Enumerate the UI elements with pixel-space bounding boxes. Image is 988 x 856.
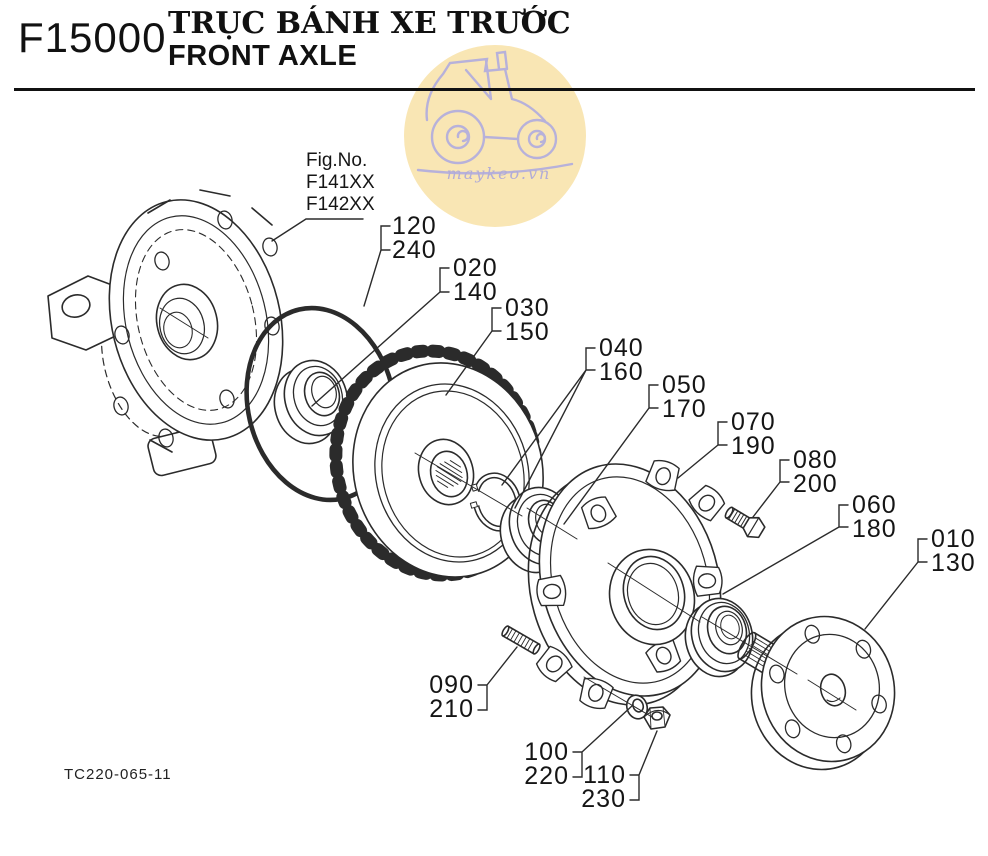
part-ref: 220 xyxy=(524,762,569,790)
page-title-vietnamese: TRỤC BÁNH XE TRƯỚC xyxy=(168,6,571,41)
part-ref: 160 xyxy=(599,358,644,386)
explosion-axis-centerlines xyxy=(159,307,857,718)
part-ref: 190 xyxy=(731,432,776,460)
callout-040-160: 040 160 xyxy=(599,334,644,386)
part-ref: 200 xyxy=(793,470,838,498)
part-ref: 100 xyxy=(524,738,569,766)
figno-model-1: F141XX xyxy=(306,172,375,193)
callout-080-200: 080 200 xyxy=(793,446,838,498)
callout-090-210: 090 210 xyxy=(412,671,474,723)
part-ref: 150 xyxy=(505,318,550,346)
callout-070-190: 070 190 xyxy=(731,408,776,460)
callout-050-170: 050 170 xyxy=(662,371,707,423)
axle-housing-drawing xyxy=(47,189,284,477)
part-ref: 120 xyxy=(392,212,437,240)
part-ref: 010 xyxy=(931,525,976,553)
wheel-hub-drawing xyxy=(750,615,896,771)
part-ref: 210 xyxy=(429,695,474,723)
part-ref: 240 xyxy=(392,236,437,264)
part-ref: 040 xyxy=(599,334,644,362)
part-ref: 020 xyxy=(453,254,498,282)
callout-030-150: 030 150 xyxy=(505,294,550,346)
bolt-drawing xyxy=(724,506,766,539)
part-ref: 060 xyxy=(852,491,897,519)
part-ref: 180 xyxy=(852,515,897,543)
callout-060-180: 060 180 xyxy=(852,491,897,543)
figno-leader xyxy=(271,218,364,242)
part-ref: 230 xyxy=(581,785,626,813)
gear-drawing xyxy=(329,344,544,582)
gear-spline-hatch xyxy=(435,460,463,488)
part-ref: 030 xyxy=(505,294,550,322)
part-ref: 070 xyxy=(731,408,776,436)
part-ref: 050 xyxy=(662,371,707,399)
callout-020-140: 020 140 xyxy=(453,254,498,306)
watermark-site-text: maykeo.vn xyxy=(446,164,552,183)
bearing-inner-drawing xyxy=(273,359,349,445)
cover-ear-tabs xyxy=(535,459,726,710)
part-ref: 130 xyxy=(931,549,976,577)
part-ref: 140 xyxy=(453,278,498,306)
part-ref: 110 xyxy=(583,761,626,789)
bearing-outer-drawing xyxy=(684,597,754,678)
header-divider xyxy=(14,88,975,91)
housing-bolt-holes xyxy=(113,210,280,448)
page-title-english: FRONT AXLE xyxy=(168,40,358,72)
part-ref: 090 xyxy=(429,671,474,699)
figno-label: Fig.No. xyxy=(306,150,368,171)
watermark-tractor-icon xyxy=(416,50,574,175)
washer-drawing xyxy=(625,694,649,720)
hub-bolt-holes xyxy=(769,624,887,754)
part-ref: 170 xyxy=(662,395,707,423)
stud-drawing xyxy=(501,625,541,655)
figno-model-2: F142XX xyxy=(306,194,375,215)
callout-100-220: 100 220 xyxy=(507,738,569,790)
watermark xyxy=(404,45,586,227)
bearing-case-cover-drawing xyxy=(527,459,726,710)
callout-110-230: 110 230 xyxy=(564,761,626,813)
callout-010-130: 010 130 xyxy=(931,525,976,577)
figure-reference-block: Fig.No. F141XX F142XX xyxy=(306,150,375,216)
drawing-code: TC220-065-11 xyxy=(64,766,172,783)
callout-120-240: 120 240 xyxy=(392,212,437,264)
nut-drawing xyxy=(643,706,671,730)
section-code: F15000 xyxy=(18,14,167,61)
part-ref: 080 xyxy=(793,446,838,474)
callout-leader-lines xyxy=(271,218,928,801)
